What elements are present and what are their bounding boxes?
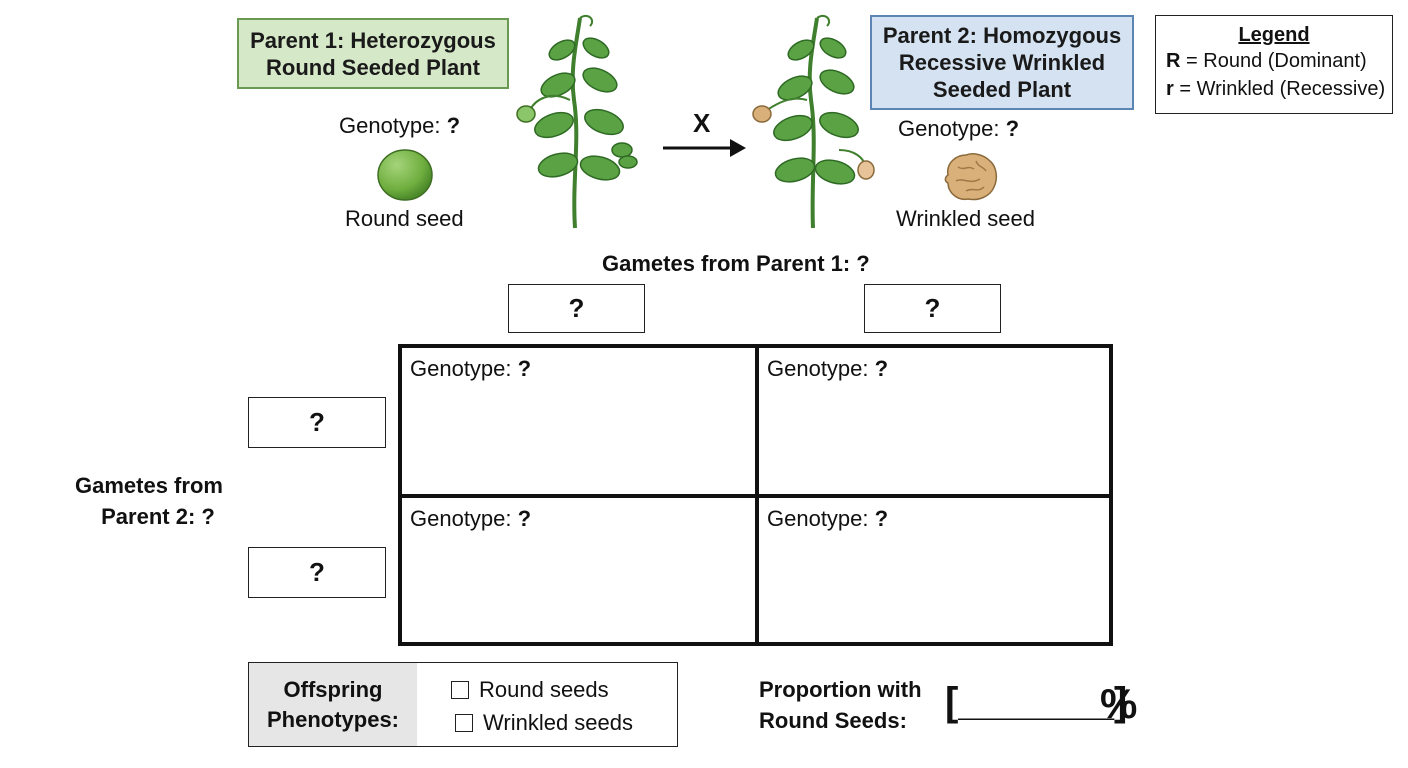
parent2-title-line2: Recessive Wrinkled [898,50,1106,75]
legend-row-dominant: R = Round (Dominant) [1166,47,1392,75]
parent2-title-box: Parent 2: Homozygous Recessive Wrinkled … [870,15,1134,110]
round-seed-label: Round seed [345,206,464,231]
gametes-parent2-label-line1: Gametes from [75,473,223,498]
parent1-genotype-label: Genotype: [339,113,441,138]
offspring-phenotypes-box: Offspring Phenotypes: Round seeds Wrinkl… [248,662,678,747]
wrinkled-seed-label: Wrinkled seed [896,206,1035,231]
offspring-phenotypes-label-line2: Phenotypes: [266,706,400,732]
parent1-title-box: Parent 1: Heterozygous Round Seeded Plan… [237,18,509,89]
cell-genotype-text: Genotype: ? [410,506,531,532]
cell-genotype-text: Genotype: ? [410,356,531,382]
pea-plant-1-icon [516,14,638,229]
wrinkled-seeds-option-label: Wrinkled seeds [483,710,633,735]
legend-symbol: R [1166,50,1181,72]
pea-plant-2-icon [752,14,875,229]
legend-symbol: r [1166,78,1174,100]
wrinkled-seed-icon [944,153,998,201]
punnett-cell-3[interactable]: Genotype: ? [402,498,755,642]
gamete-p2-box-2[interactable]: ? [248,547,386,598]
proportion-label-line2: Round Seeds: [759,708,907,733]
cross-symbol: X [693,108,711,138]
checkbox-icon [455,714,473,732]
offspring-phenotypes-label: Offspring Phenotypes: [249,663,417,746]
percent-sign: % [1100,680,1138,727]
parent2-title-line1: Parent 2: Homozygous [882,23,1122,48]
gamete-p1-box-2[interactable]: ? [864,284,1001,333]
cell-genotype-value: ? [874,506,889,531]
gamete-p1-box-1[interactable]: ? [508,284,645,333]
cross-arrow-icon [663,139,746,157]
gametes-parent2-label-line2: Parent 2: ? [101,504,215,529]
gamete-p2-box-1[interactable]: ? [248,397,386,448]
legend-row-recessive: r = Wrinkled (Recessive) [1166,75,1392,103]
gametes-parent2-label: Gametes from Parent 2: ? [75,470,223,532]
parent1-title-line1: Parent 1: Heterozygous [250,27,496,53]
offspring-phenotypes-label-line1: Offspring [283,676,383,702]
round-seed-icon [377,149,433,201]
proportion-label-line1: Proportion with [759,677,922,702]
cell-genotype-label: Genotype: [410,506,512,531]
parent2-genotype-label: Genotype: [898,116,1000,141]
cell-genotype-label: Genotype: [767,506,869,531]
parent2-genotype-value: ? [1005,116,1020,141]
cell-genotype-label: Genotype: [410,356,512,381]
wrinkled-seeds-checkbox[interactable]: Wrinkled seeds [455,710,633,736]
parent2-genotype: Genotype: ? [898,116,1019,142]
checkbox-icon [451,681,469,699]
cell-genotype-value: ? [517,506,532,531]
gametes-parent1-label: Gametes from Parent 1: ? [602,251,870,276]
legend-title: Legend [1238,24,1310,46]
proportion-answer-blank[interactable]: [_______] [945,680,1128,724]
proportion-label: Proportion with Round Seeds: [759,674,922,736]
punnett-square: Genotype: ? Genotype: ? Genotype: ? Geno… [398,344,1113,646]
cell-genotype-text: Genotype: ? [767,506,888,532]
round-seeds-checkbox[interactable]: Round seeds [451,677,609,703]
cell-genotype-text: Genotype: ? [767,356,888,382]
round-seeds-option-label: Round seeds [479,677,609,702]
legend-text: = Wrinkled (Recessive) [1179,78,1386,100]
legend-box: Legend R = Round (Dominant) r = Wrinkled… [1155,15,1393,114]
grid-divider-horizontal [402,494,1109,498]
legend-text: = Round (Dominant) [1186,50,1367,72]
parent1-genotype: Genotype: ? [339,113,460,139]
punnett-cell-4[interactable]: Genotype: ? [759,498,1109,642]
parent1-title-line2: Round Seeded Plant [266,54,480,80]
parent1-genotype-value: ? [446,113,461,138]
cell-genotype-value: ? [874,356,889,381]
punnett-cell-1[interactable]: Genotype: ? [402,348,755,494]
parent2-title-line3: Seeded Plant [932,77,1072,102]
cell-genotype-value: ? [517,356,532,381]
cell-genotype-label: Genotype: [767,356,869,381]
punnett-cell-2[interactable]: Genotype: ? [759,348,1109,494]
